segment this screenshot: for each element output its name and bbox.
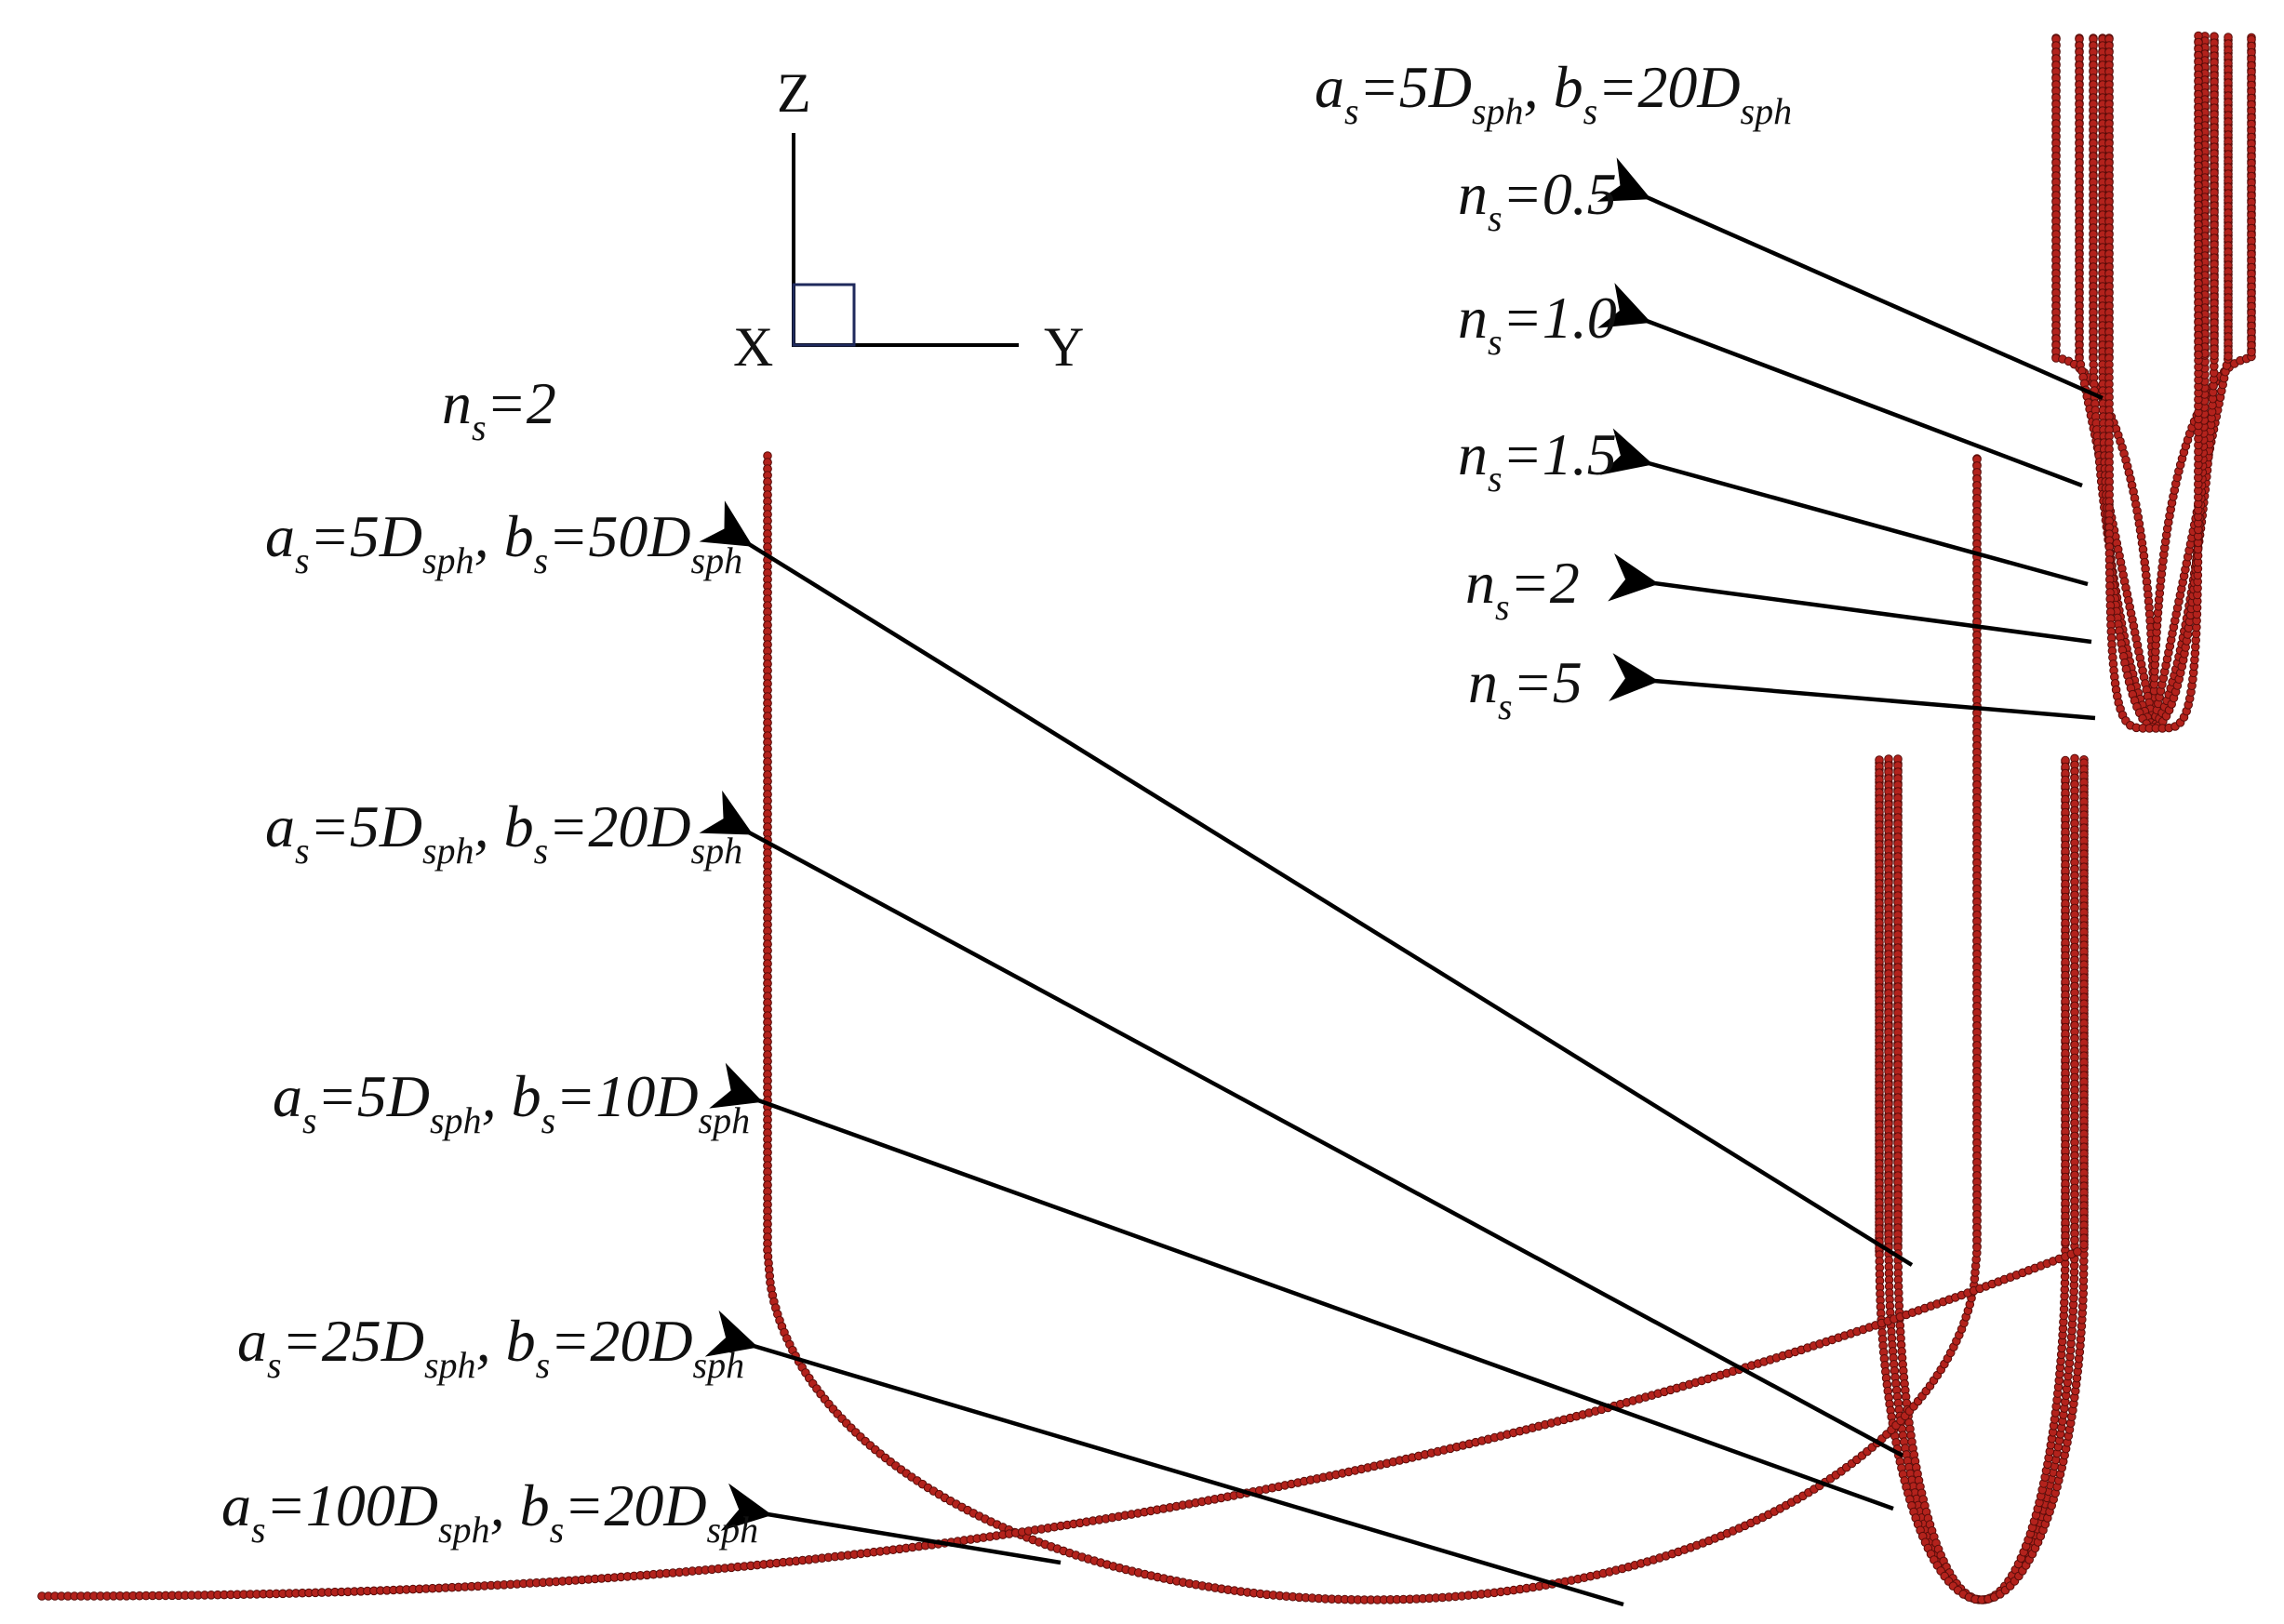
arrow-left-a100: [720, 1483, 1062, 1565]
arrow-left-a25: [704, 1310, 1624, 1607]
chain-right-n-1-0: [2075, 33, 2233, 727]
x-axis-label: X: [733, 316, 773, 378]
chain-bead: [2247, 347, 2256, 357]
chain-left-a25: [763, 451, 1982, 1604]
y-axis-label: Y: [1044, 316, 1084, 378]
label-a5-b20: as=5Dsph, bs=20Dsph: [265, 793, 742, 872]
chain-bead: [2224, 352, 2233, 361]
arrow-right-n-5: [1609, 653, 2096, 721]
chain-right-n-0-5: [2051, 33, 2256, 724]
chain-bead: [2073, 1247, 2082, 1257]
chain-bead: [2079, 1240, 2089, 1249]
arrow-right-n-2: [1608, 553, 2092, 645]
axis-corner-box: [792, 283, 856, 347]
leader-arrows: [699, 157, 2104, 1607]
label-a5-b50: as=5Dsph, bs=50Dsph: [265, 503, 742, 581]
arrow-left-b20: [699, 790, 1904, 1458]
label-a25-b20: as=25Dsph, bs=20Dsph: [237, 1308, 744, 1386]
chain-bead: [2194, 350, 2203, 360]
right-group-header: as=5Dsph, bs=20Dsph: [1315, 54, 1792, 132]
arrow-left-b50: [699, 500, 1914, 1267]
left-group: ns=2 as=5Dsph, bs=50Dsph as=5Dsph, bs=20…: [221, 370, 758, 1551]
coordinate-axes: Z X Y: [733, 62, 1084, 378]
chain-bead: [2061, 1237, 2070, 1247]
arrow-left-b10: [709, 1062, 1894, 1511]
chain-bead: [1972, 1243, 1982, 1252]
label-n-5: ns=5: [1468, 649, 1583, 727]
label-a5-b10: as=5Dsph, bs=10Dsph: [273, 1063, 750, 1141]
arrow-right-n-1-5: [1599, 428, 2089, 587]
label-a100-b20: as=100Dsph, bs=20Dsph: [221, 1472, 758, 1551]
label-n-0-5: ns=0.5: [1458, 161, 1617, 239]
left-group-header: ns=2: [442, 370, 556, 448]
chain-bead: [2210, 351, 2219, 361]
particle-chains: [37, 31, 2256, 1604]
z-axis-label: Z: [777, 62, 811, 124]
arrow-right-n-0-5: [1596, 157, 2104, 401]
chain-right-n-5: [2104, 31, 2203, 733]
chain-right-n-1-5: [2089, 32, 2219, 729]
chain-left-b20-hidden: [1893, 754, 2070, 1604]
label-n-2: ns=2: [1465, 550, 1580, 628]
right-group: as=5Dsph, bs=20Dsph ns=0.5 ns=1.0 ns=1.5…: [1315, 54, 1792, 727]
chain-bead: [2070, 1235, 2079, 1245]
arrow-right-n-1-0: [1597, 283, 2083, 488]
label-n-1-0: ns=1.0: [1458, 285, 1617, 363]
label-n-1-5: ns=1.5: [1458, 421, 1617, 499]
chain-left-a100: [37, 1247, 2082, 1601]
